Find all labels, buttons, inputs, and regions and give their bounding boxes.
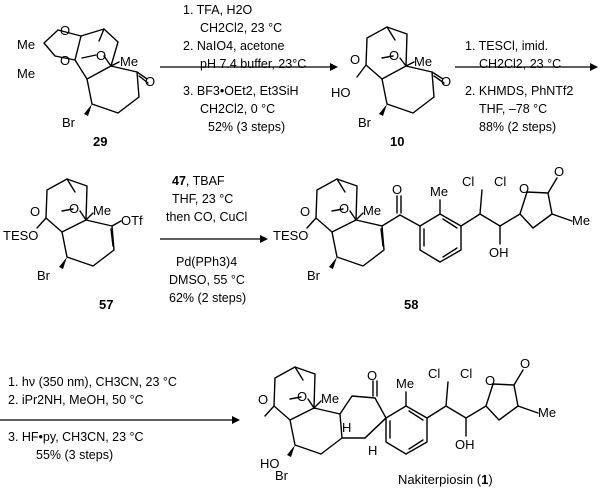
arrow-head-2 (590, 63, 598, 71)
arrow-head-3 (260, 235, 268, 243)
arrow-head-1 (330, 63, 338, 71)
atom-me: Me (396, 376, 414, 391)
structure-58 (306, 177, 573, 269)
compound-number-58: 58 (404, 297, 418, 312)
step3-condition-3: then CO, CuCl (166, 210, 247, 224)
atom-teso: TESO (3, 228, 38, 243)
atom-ho: HO (331, 85, 351, 100)
step1-condition-1: 1. TFA, H2O (183, 3, 253, 17)
step1-condition-6: CH2Cl2, 0 °C (200, 102, 275, 116)
atom-br: Br (37, 268, 51, 283)
atom-o: O (145, 74, 155, 89)
compound-number-57: 57 (99, 297, 113, 312)
atom-o: O (392, 182, 402, 197)
step2-condition-5: 88% (2 steps) (479, 120, 556, 134)
step1-condition-5: 3. BF3•OEt2, Et3SiH (183, 84, 299, 98)
atom-h: H (368, 443, 377, 458)
atom-me: Me (17, 37, 35, 52)
step4-condition-4: 55% (3 steps) (36, 448, 113, 462)
atom-br: Br (275, 468, 289, 483)
product-name: Nakiterpiosin (1) (398, 472, 493, 487)
atom-ho: HO (260, 456, 280, 471)
atom-me: Me (538, 405, 556, 420)
step2-condition-4: THF, –78 °C (479, 102, 547, 116)
atom-br: Br (307, 268, 321, 283)
atom-o: O (485, 373, 495, 388)
atom-me: Me (572, 213, 590, 228)
atom-me: Me (321, 391, 339, 406)
atom-o: O (339, 201, 349, 216)
atom-o: O (520, 356, 530, 371)
structure-57 (36, 178, 122, 269)
atom-o: O (519, 181, 529, 196)
atom-me: Me (93, 203, 111, 218)
step4-condition-3: 3. HF•py, CH3CN, 23 °C (8, 430, 144, 444)
atom-o: O (258, 392, 268, 407)
atom-cl: Cl (494, 174, 506, 189)
step3-condition-1: 47, TBAF (172, 174, 225, 188)
atom-me: Me (363, 203, 381, 218)
atom-o: O (367, 368, 377, 383)
atom-oh: OH (455, 437, 475, 452)
atom-oh: OH (489, 245, 509, 260)
atom-me: Me (414, 54, 432, 69)
atom-h: H (342, 420, 351, 435)
step2-condition-1: 1. TESCl, imid. (465, 39, 548, 53)
step1-condition-4: pH 7.4 buffer, 23°C (200, 57, 306, 71)
atom-br: Br (358, 115, 372, 130)
atom-cl: Cl (462, 174, 474, 189)
step2-condition-2: CH2Cl2, 23 °C (479, 57, 561, 71)
structure-29 (43, 28, 149, 116)
atom-o: O (300, 204, 310, 219)
step2-condition-3: 2. KHMDS, PhNTf2 (465, 84, 573, 98)
atom-o: O (389, 48, 399, 63)
step4-condition-1: 1. hν (350 nm), CH3CN, 23 °C (8, 375, 177, 389)
atom-otf: OTf (121, 213, 143, 228)
atom-o: O (60, 53, 70, 68)
step1-condition-3: 2. NaIO4, acetone (183, 39, 285, 53)
atom-me: Me (430, 184, 448, 199)
step1-condition-2: CH2Cl2, 23 °C (200, 21, 282, 35)
step3-condition-6: 62% (2 steps) (169, 291, 246, 305)
step1-condition-7: 52% (3 steps) (208, 120, 285, 134)
arrow-head-4 (232, 416, 240, 424)
compound-number-29: 29 (93, 134, 107, 149)
step3-condition-5: DMSO, 55 °C (169, 273, 245, 287)
compound-number-10: 10 (390, 134, 404, 149)
atom-o: O (350, 52, 360, 67)
atom-me: Me (120, 54, 138, 69)
step3-condition-2: THF, 23 °C (172, 192, 233, 206)
atom-o: O (30, 204, 40, 219)
atom-cl: Cl (460, 366, 472, 381)
atom-o: O (441, 74, 451, 89)
atom-o: O (554, 164, 564, 179)
atom-br: Br (62, 115, 76, 130)
step3-condition-4: Pd(PPh3)4 (176, 255, 237, 269)
atom-o: O (96, 48, 106, 63)
atom-o: O (297, 389, 307, 404)
atom-o: O (60, 23, 70, 38)
structure-10 (356, 26, 445, 116)
atom-o: O (69, 201, 79, 216)
structure-nakiterpiosin (264, 366, 539, 457)
atom-me: Me (17, 66, 35, 81)
atom-teso: TESO (273, 228, 308, 243)
step4-condition-2: 2. iPr2NH, MeOH, 50 °C (8, 393, 144, 407)
atom-cl: Cl (428, 366, 440, 381)
